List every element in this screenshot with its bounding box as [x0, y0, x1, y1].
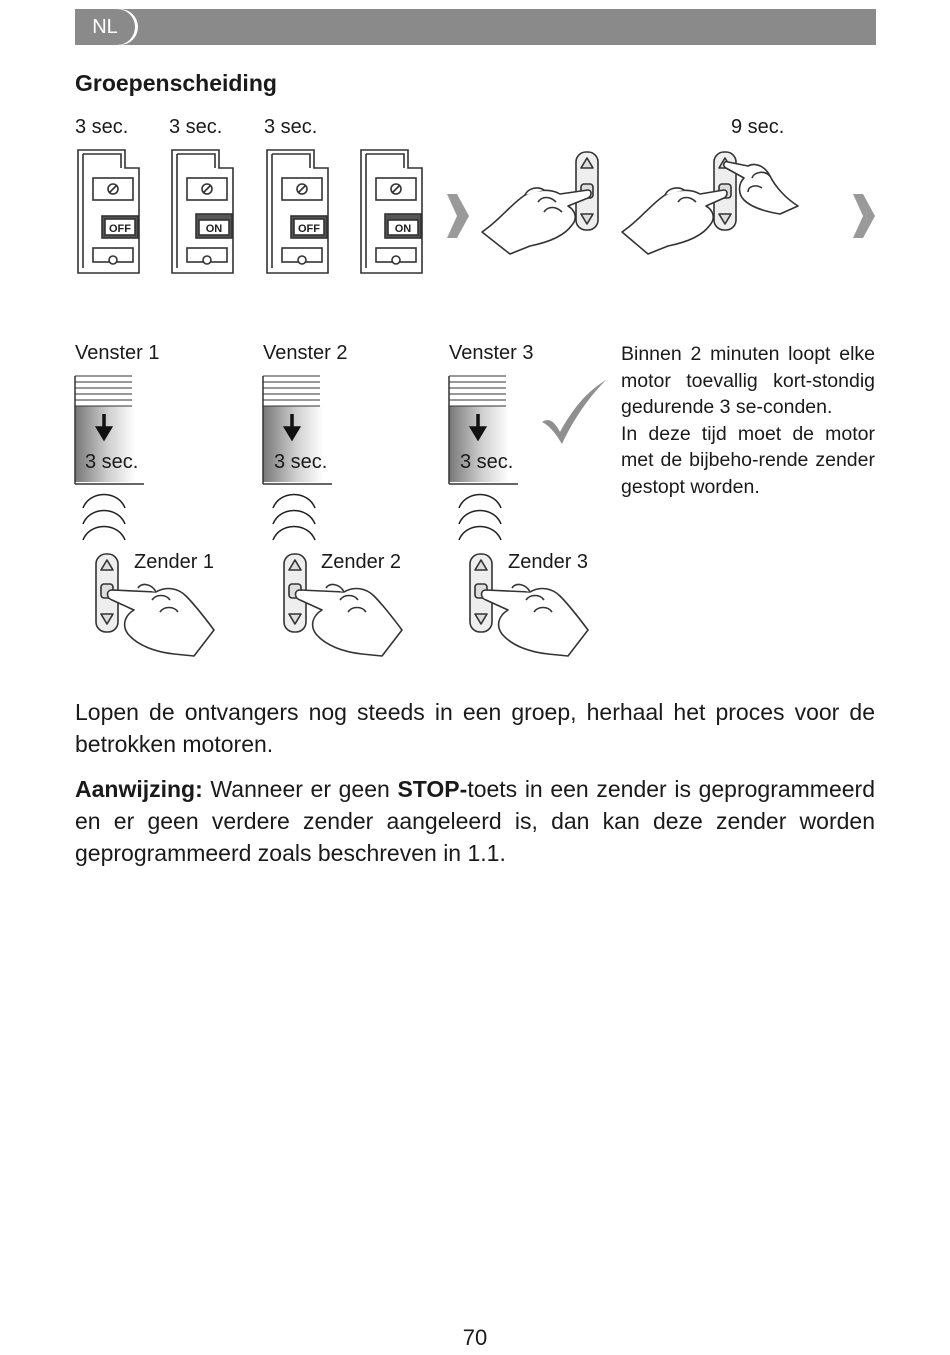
window-label-2: Venster 2	[263, 342, 348, 364]
hold-duration: 9 sec.	[731, 116, 785, 138]
transmitter-label-1: Zender 1	[134, 551, 215, 573]
window-blind-1	[74, 375, 144, 485]
page-number: 70	[462, 1325, 488, 1350]
step-duration-1: 3 sec.	[75, 116, 129, 138]
checkmark-icon	[542, 380, 606, 444]
switch-state-3: OFF	[298, 223, 320, 235]
signal-waves-icon-3	[458, 493, 502, 541]
window-duration-3: 3 sec.	[460, 451, 514, 473]
note-text-2: toets in een zender is geprogrammeerd en…	[75, 776, 875, 866]
breaker-switch-1: OFF	[77, 149, 140, 274]
transmitter-label-2: Zender 2	[321, 551, 402, 573]
side-explanation: Binnen 2 minuten loopt elke motor toeval…	[621, 341, 875, 500]
transmitter-hand-icon-2	[283, 553, 403, 657]
two-hands-remote-icon	[621, 151, 799, 255]
transmitter-label-3: Zender 3	[508, 551, 589, 573]
window-duration-2: 3 sec.	[274, 451, 328, 473]
note-label: Aanwijzing:	[75, 776, 203, 802]
section-title: Groepenscheiding	[75, 70, 277, 96]
switch-state-2: ON	[206, 223, 223, 235]
signal-waves-icon-2	[272, 493, 316, 541]
language-tab	[75, 9, 135, 45]
step-duration-2: 3 sec.	[169, 116, 223, 138]
window-blind-2	[262, 375, 332, 485]
side-paragraph-1: Binnen 2 minuten loopt elke motor toeval…	[621, 343, 875, 418]
body-paragraph-1: Lopen de ontvangers nog steeds in een gr…	[75, 699, 875, 757]
side-paragraph-2: In deze tijd moet de motor met de bijbeh…	[621, 422, 875, 498]
step-arrow-icon-2	[853, 194, 875, 238]
step-arrow-icon-1	[447, 194, 469, 238]
step-duration-3: 3 sec.	[264, 116, 318, 138]
signal-waves-icon-1	[82, 493, 126, 541]
header-bar	[75, 9, 876, 45]
transmitter-hand-icon-3	[469, 553, 589, 657]
switch-state-4: ON	[395, 223, 412, 235]
transmitter-hand-icon-1	[95, 553, 215, 657]
window-label-3: Venster 3	[449, 342, 534, 364]
window-blind-3	[448, 375, 518, 485]
hand-press-remote-icon	[481, 151, 599, 255]
note-paragraph: Aanwijzing: Wanneer er geen STOP-toets i…	[75, 773, 875, 869]
switch-state-1: OFF	[109, 223, 131, 235]
note-text-1: Wanneer er geen	[202, 776, 398, 802]
language-label: NL	[92, 16, 118, 38]
note-bold: STOP-	[397, 776, 468, 802]
breaker-switch-3: OFF	[266, 149, 329, 274]
window-duration-1: 3 sec.	[85, 451, 139, 473]
window-label-1: Venster 1	[75, 342, 160, 364]
breaker-switch-2: ON	[171, 149, 234, 274]
breaker-switch-4: ON	[360, 149, 423, 274]
